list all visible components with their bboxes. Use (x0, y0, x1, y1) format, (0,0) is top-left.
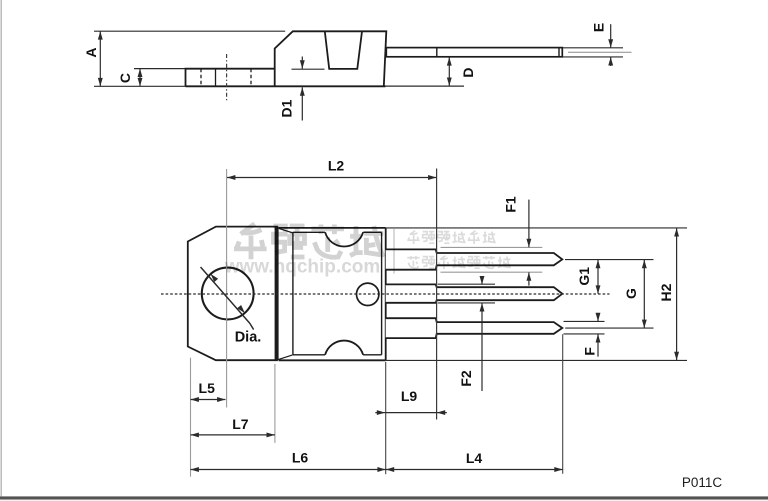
svg-text:L9: L9 (401, 388, 418, 404)
svg-text:L5: L5 (199, 380, 216, 396)
svg-text:D1: D1 (279, 99, 295, 117)
svg-text:G1: G1 (576, 267, 592, 286)
svg-text:D: D (460, 67, 476, 77)
svg-text:F1: F1 (503, 196, 519, 213)
svg-text:www.hqchip.com: www.hqchip.com (224, 256, 381, 277)
svg-text:F2: F2 (458, 370, 474, 387)
svg-text:C: C (117, 73, 133, 83)
svg-text:L4: L4 (466, 450, 483, 466)
svg-text:L7: L7 (232, 416, 249, 432)
svg-text:A: A (83, 47, 99, 57)
svg-text:F: F (582, 347, 598, 356)
svg-text:E: E (591, 23, 607, 32)
svg-text:Dia.: Dia. (235, 329, 262, 345)
svg-text:H2: H2 (658, 283, 674, 301)
svg-text:L6: L6 (292, 450, 309, 466)
svg-text:L2: L2 (328, 158, 345, 174)
svg-text:P011C: P011C (682, 475, 723, 490)
svg-text:G: G (623, 288, 639, 299)
